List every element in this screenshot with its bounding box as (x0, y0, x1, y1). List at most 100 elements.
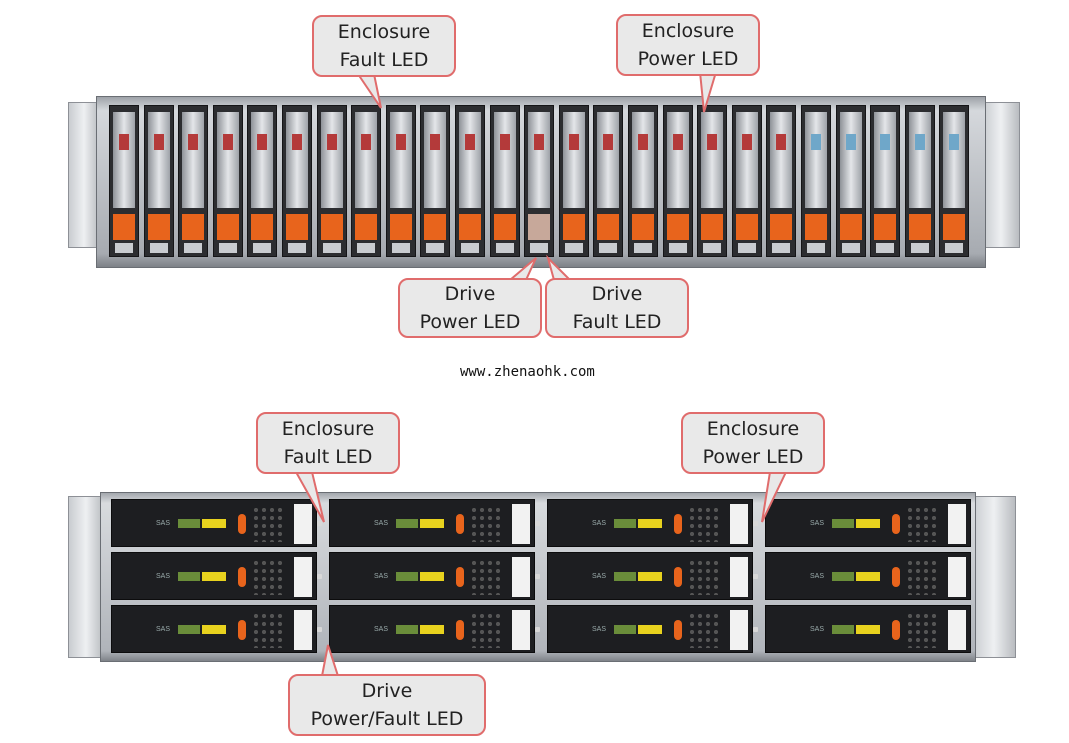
callout-line-1: Drive (591, 283, 643, 305)
drive-serial-tag (294, 557, 312, 597)
drive-vent (252, 559, 286, 595)
callout-line-1: Enclosure (641, 20, 735, 42)
drive-serial-tag (512, 610, 530, 650)
drive-handle (493, 214, 516, 240)
drive-interface-label: SAS (374, 573, 389, 580)
drive-label (361, 134, 372, 150)
drive-bay (385, 105, 416, 257)
drive-label (119, 134, 129, 150)
drive-carrier (770, 112, 793, 208)
drive-serial-tag (512, 504, 530, 544)
drive-speed-label (420, 572, 444, 581)
drive-carrier (874, 112, 897, 208)
drive-speed-label (202, 519, 226, 528)
drive-handle (632, 214, 654, 240)
drive-bay (489, 105, 520, 257)
drive-power-fault-led (753, 521, 758, 526)
drive-handle (943, 214, 966, 240)
drive-bay: SAS (547, 499, 753, 547)
callout-line-2: Power/Fault LED (310, 708, 464, 730)
callout-top-drive-power: Drive Power LED (398, 278, 542, 338)
drive-led-strip (357, 243, 376, 253)
callout-line-2: Power LED (637, 48, 739, 70)
drive-label (465, 134, 475, 150)
drive-capacity-label (832, 519, 854, 528)
drive-speed-label (638, 572, 662, 581)
drive-led-strip (945, 243, 964, 253)
drive-speed-label (202, 625, 226, 634)
callout-line-2: Fault LED (572, 311, 662, 333)
drive-power-fault-led (317, 627, 322, 632)
drive-speed-label (420, 625, 444, 634)
drive-carrier (459, 112, 481, 208)
callout-top-enclosure-fault: Enclosure Fault LED (312, 15, 456, 77)
drive-handle (562, 214, 585, 240)
drive-led-strip (218, 243, 237, 253)
drive-capacity-label (178, 625, 200, 634)
drive-label (395, 134, 406, 150)
drive-label (776, 134, 787, 150)
drive-led-strip (564, 243, 583, 253)
drive-bay (420, 105, 451, 257)
drive-capacity-label (178, 519, 200, 528)
drive-bay: SAS (765, 605, 971, 653)
drive-serial-tag (294, 504, 312, 544)
drive-carrier (424, 112, 447, 208)
drive-interface-label: SAS (592, 626, 607, 633)
drive-led-strip (807, 243, 825, 253)
callout-line-1: Enclosure (281, 418, 375, 440)
drive-bay (351, 105, 382, 257)
drive-capacity-label (396, 572, 418, 581)
drive-latch (674, 620, 682, 640)
drive-vent (906, 506, 940, 542)
callout-bottom-enclosure-power: Enclosure Power LED (681, 412, 825, 474)
drive-handle (701, 214, 724, 240)
drive-carrier (182, 112, 205, 208)
callout-line-2: Fault LED (339, 49, 429, 71)
drive-handle (735, 214, 758, 240)
drive-serial-tag (730, 610, 748, 650)
drive-power-fault-led (753, 627, 758, 632)
drive-label (499, 134, 510, 150)
drive-carrier (735, 112, 758, 208)
callout-top-drive-fault: Drive Fault LED (545, 278, 689, 338)
drive-carrier (943, 112, 966, 208)
drive-label (430, 134, 441, 150)
drive-bay: SAS (765, 552, 971, 600)
callout-line-2: Power LED (702, 446, 804, 468)
drive-latch (238, 567, 246, 587)
drive-bay (282, 105, 312, 257)
drive-label (949, 134, 960, 150)
drive-bay (178, 105, 209, 257)
drive-carrier (320, 112, 343, 208)
drive-bay (801, 105, 831, 257)
drive-led-strip (184, 243, 203, 253)
drive-handle (805, 214, 827, 240)
drive-label (603, 134, 614, 150)
top-right-mounting-ear (982, 102, 1020, 248)
watermark-url: www.zhenaohk.com (460, 364, 595, 380)
drive-label (638, 134, 648, 150)
drive-label (292, 134, 302, 150)
drive-handle (770, 214, 793, 240)
drive-vent (252, 506, 286, 542)
drive-handle (666, 214, 689, 240)
drive-power-fault-led (535, 574, 540, 579)
drive-carrier (562, 112, 585, 208)
drive-carrier (216, 112, 239, 208)
drive-handle (113, 214, 135, 240)
drive-latch (456, 514, 464, 534)
drive-serial-tag (730, 504, 748, 544)
drive-handle (389, 214, 412, 240)
drive-latch (238, 620, 246, 640)
drive-carrier (147, 112, 170, 208)
drive-vent (470, 559, 504, 595)
drive-serial-tag (512, 557, 530, 597)
callout-line-1: Enclosure (706, 418, 800, 440)
drive-interface-label: SAS (592, 573, 607, 580)
drive-interface-label: SAS (156, 573, 171, 580)
drive-led-strip (772, 243, 791, 253)
drive-label (811, 134, 821, 150)
drive-latch (238, 514, 246, 534)
drive-label (568, 134, 579, 150)
